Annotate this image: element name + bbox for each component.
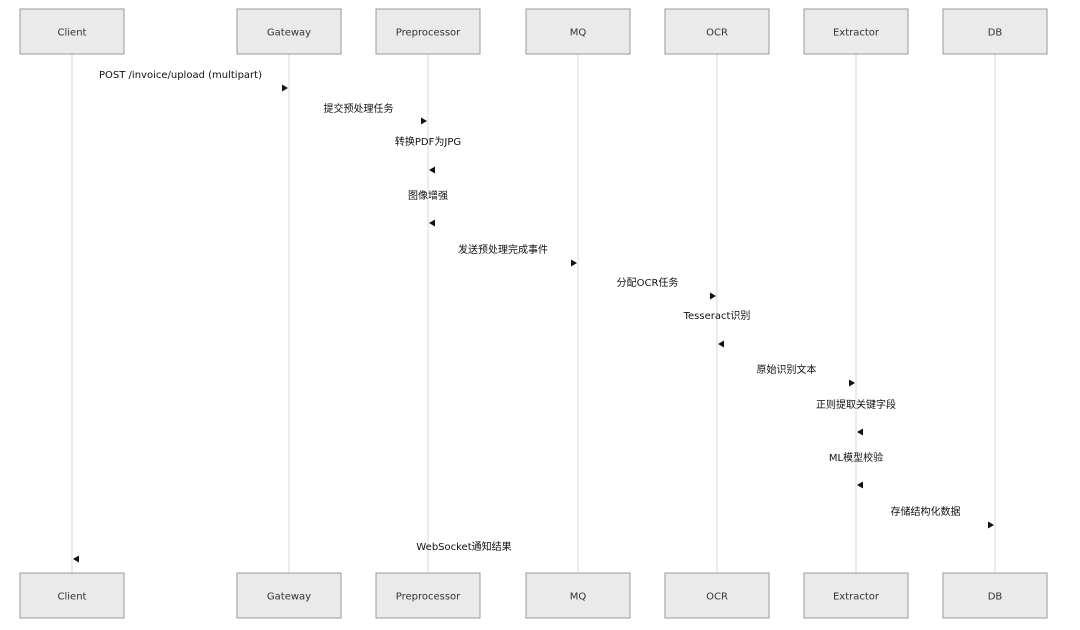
message-label: 转换PDF为JPG	[395, 135, 461, 148]
message-label: 原始识别文本	[757, 363, 817, 376]
participant-label: OCR	[706, 592, 728, 603]
message-12: WebSocket通知结果	[73, 540, 512, 563]
participant-ocr-bottom: OCR	[664, 572, 770, 619]
participant-label: Client	[58, 592, 87, 603]
participant-ocr-top: OCR	[664, 8, 770, 55]
message-9: 正则提取关键字段	[816, 398, 896, 436]
message-label: ML模型校验	[829, 451, 883, 464]
arrow-head	[988, 521, 994, 529]
message-5: 发送预处理完成事件	[458, 243, 577, 267]
participant-db-bottom: DB	[942, 572, 1048, 619]
participant-extractor-bottom: Extractor	[803, 572, 909, 619]
message-label: 正则提取关键字段	[816, 398, 896, 411]
participant-preprocessor-bottom: Preprocessor	[375, 572, 481, 619]
message-label: POST /invoice/upload (multipart)	[99, 70, 262, 81]
message-label: Tesseract识别	[683, 310, 751, 322]
lifelines	[71, 54, 996, 573]
participant-box	[19, 572, 125, 619]
message-3: 转换PDF为JPG	[395, 135, 461, 174]
participant-box	[525, 572, 631, 619]
participant-box	[803, 8, 909, 55]
message-2: 提交预处理任务	[324, 102, 427, 125]
participant-box	[19, 8, 125, 55]
participant-label: OCR	[706, 28, 728, 39]
participant-label: Client	[58, 28, 87, 39]
arrow-head	[857, 428, 863, 436]
participant-db-top: DB	[942, 8, 1048, 55]
arrow-head	[849, 379, 855, 387]
participant-client-bottom: Client	[19, 572, 125, 619]
message-11: 存储结构化数据	[891, 505, 994, 529]
message-label: WebSocket通知结果	[416, 540, 511, 553]
participant-label: MQ	[570, 28, 587, 39]
participant-box	[375, 8, 481, 55]
participant-label: Extractor	[833, 28, 880, 39]
participant-label: Gateway	[267, 592, 311, 603]
message-8: 原始识别文本	[757, 363, 855, 387]
participant-label: Extractor	[833, 592, 880, 603]
participant-box	[236, 572, 342, 619]
participant-label: DB	[988, 592, 1003, 603]
arrow-head	[73, 555, 79, 563]
participant-label: MQ	[570, 592, 587, 603]
participants: ClientClientGatewayGatewayPreprocessorPr…	[19, 8, 1048, 619]
participant-client-top: Client	[19, 8, 125, 55]
arrow-head	[571, 259, 577, 267]
participant-gateway-top: Gateway	[236, 8, 342, 55]
participant-label: Gateway	[267, 28, 311, 39]
participant-mq-bottom: MQ	[525, 572, 631, 619]
participant-box	[375, 572, 481, 619]
message-1: POST /invoice/upload (multipart)	[99, 70, 288, 92]
message-label: 提交预处理任务	[324, 102, 394, 115]
message-6: 分配OCR任务	[617, 276, 716, 300]
message-label: 发送预处理完成事件	[458, 243, 548, 256]
message-4: 图像增强	[408, 189, 448, 227]
participant-box	[942, 8, 1048, 55]
participant-box	[803, 572, 909, 619]
participant-box	[236, 8, 342, 55]
participant-label: DB	[988, 28, 1003, 39]
message-label: 存储结构化数据	[891, 505, 961, 518]
message-10: ML模型校验	[829, 451, 883, 489]
message-7: Tesseract识别	[683, 310, 751, 348]
participant-box	[664, 8, 770, 55]
arrow-head	[718, 340, 724, 348]
arrow-head	[421, 117, 427, 125]
arrow-head	[429, 219, 435, 227]
message-label: 分配OCR任务	[617, 276, 679, 289]
participant-extractor-top: Extractor	[803, 8, 909, 55]
message-label: 图像增强	[408, 189, 448, 202]
arrow-head	[282, 84, 288, 92]
participant-gateway-bottom: Gateway	[236, 572, 342, 619]
participant-label: Preprocessor	[396, 28, 461, 39]
messages: POST /invoice/upload (multipart) 提交预处理任务转…	[73, 70, 994, 563]
arrow-head	[857, 481, 863, 489]
participant-box	[664, 572, 770, 619]
participant-box	[525, 8, 631, 55]
participant-preprocessor-top: Preprocessor	[375, 8, 481, 55]
participant-label: Preprocessor	[396, 592, 461, 603]
arrow-head	[710, 292, 716, 300]
participant-box	[942, 572, 1048, 619]
arrow-head	[429, 166, 435, 174]
participant-mq-top: MQ	[525, 8, 631, 55]
